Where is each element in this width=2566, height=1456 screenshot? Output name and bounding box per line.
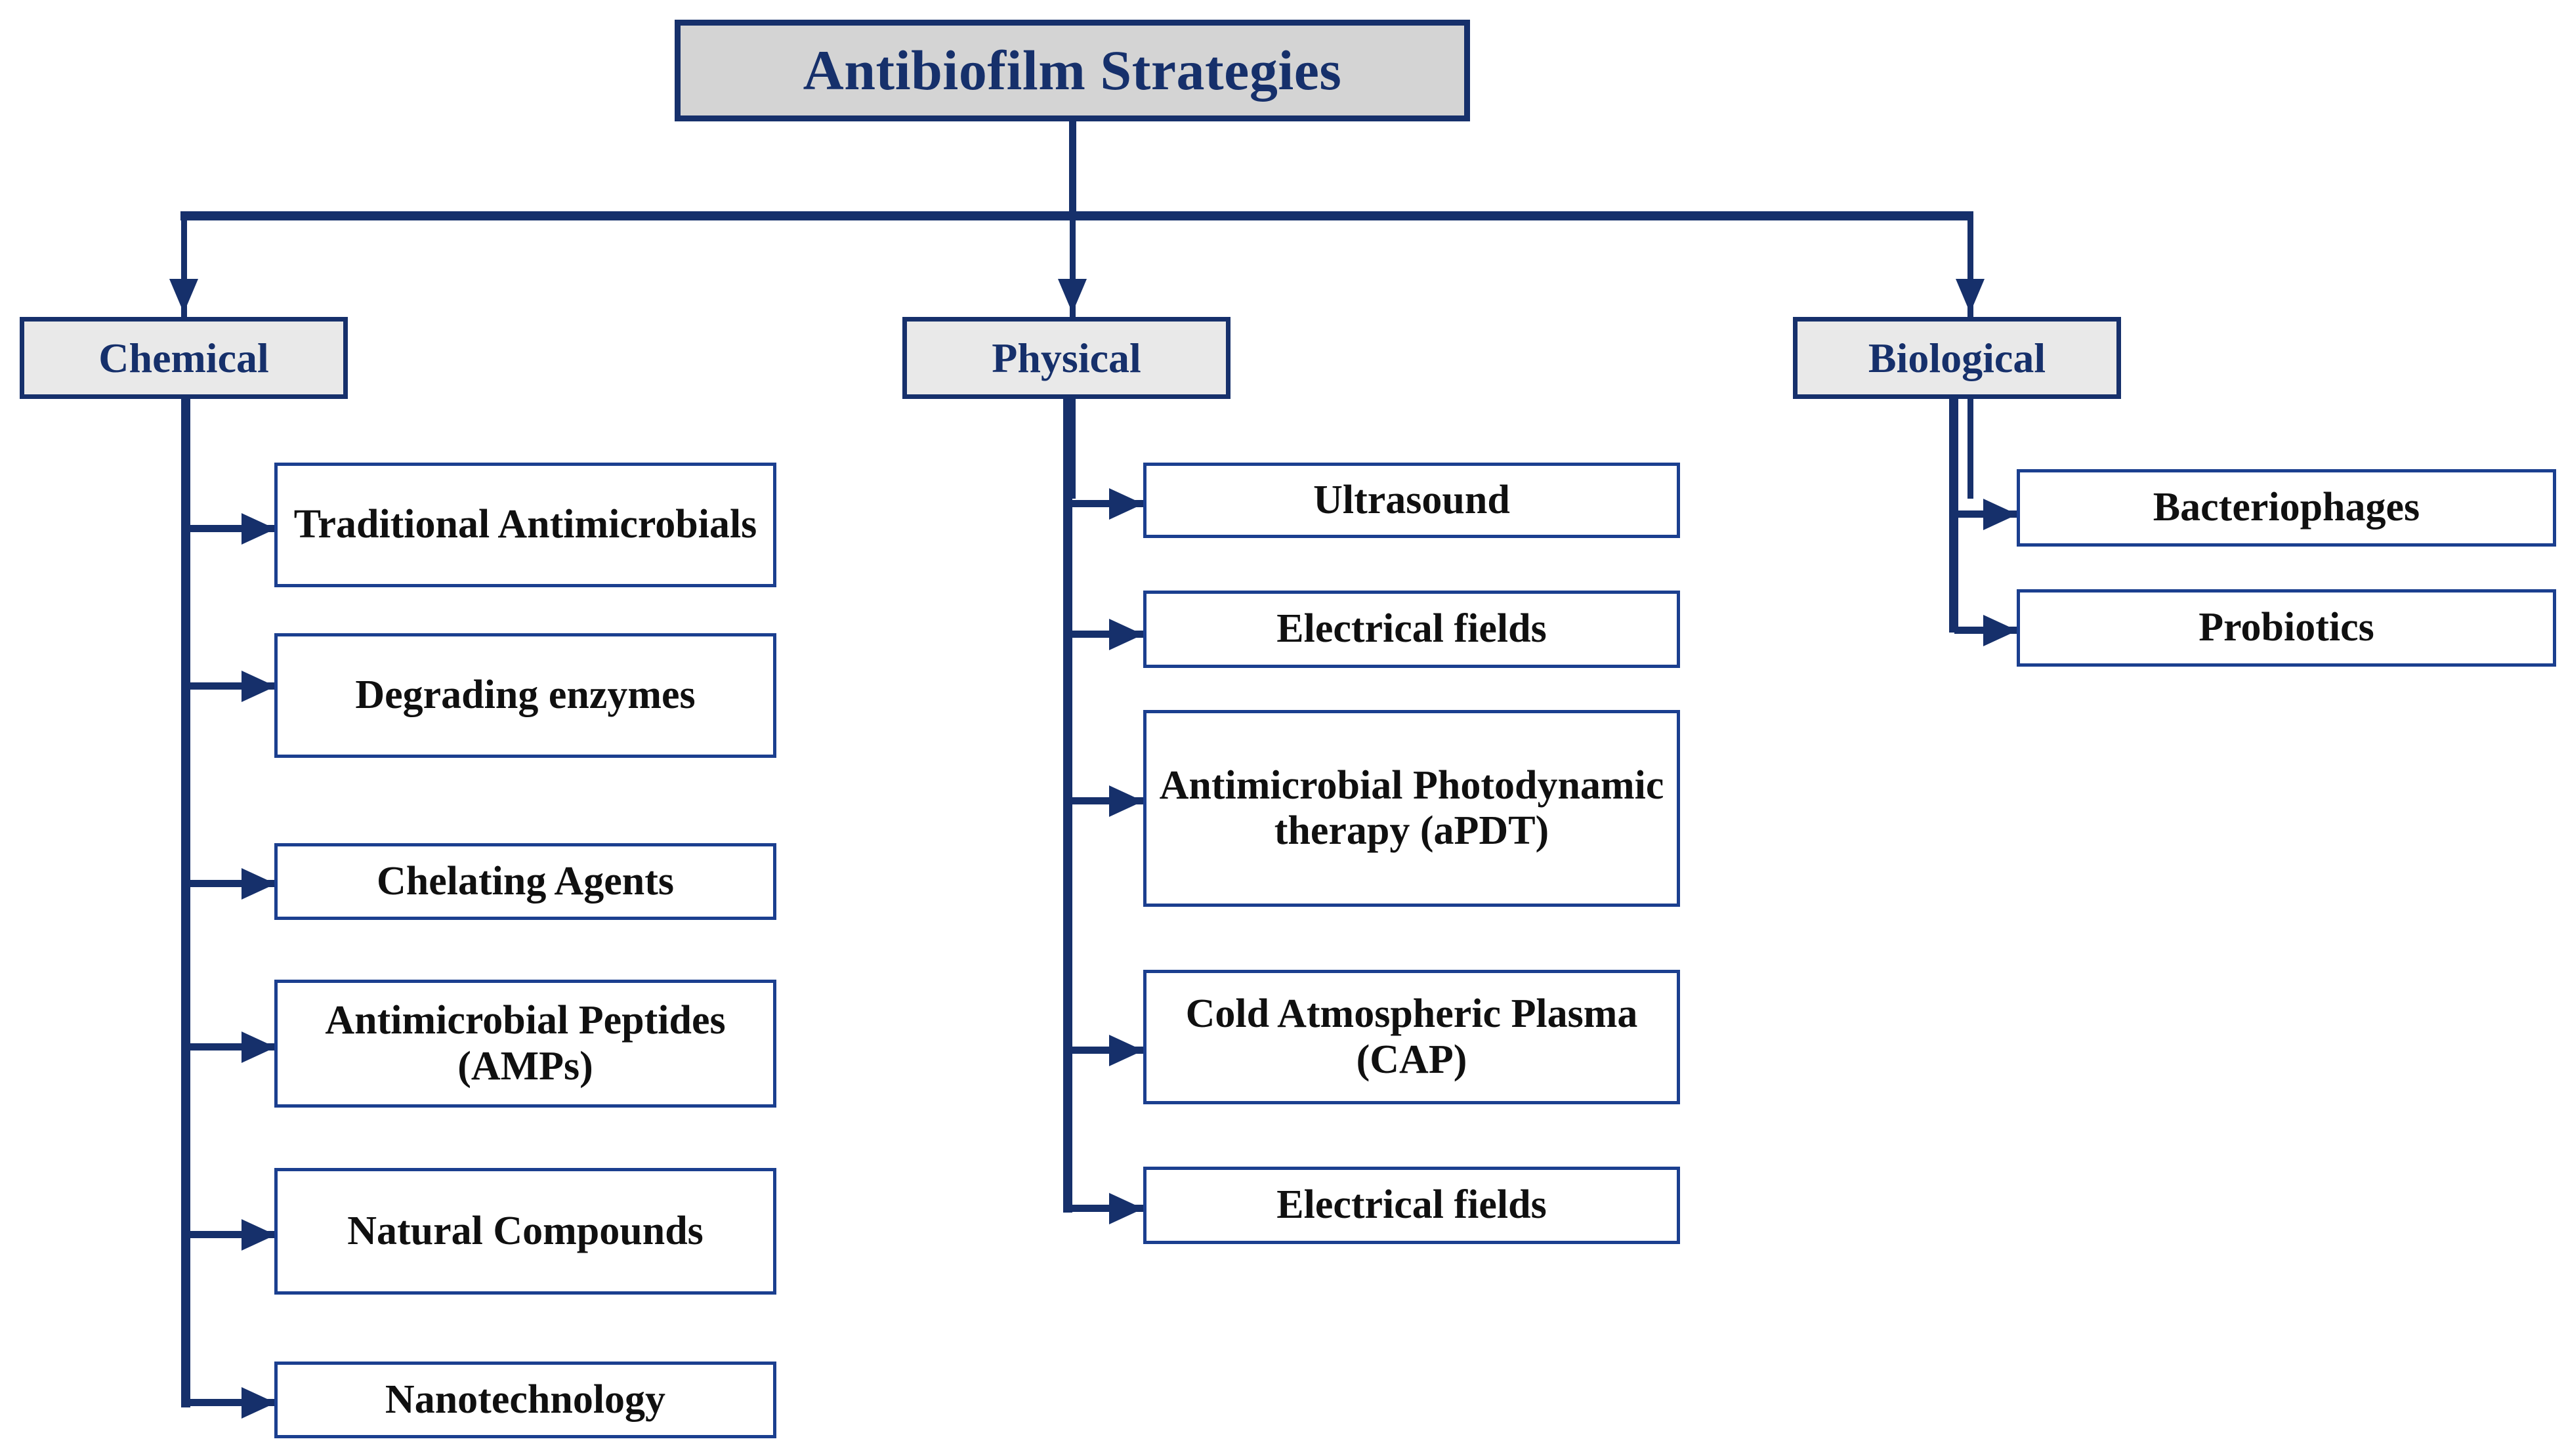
arrowhead-right-ultrasound: [1109, 488, 1143, 520]
leaf-node-natural-compounds: Natural Compounds: [274, 1168, 776, 1295]
arrowhead-right-nanotechnology: [242, 1387, 276, 1419]
leaf-node-nanotechnology: Nanotechnology: [274, 1362, 776, 1438]
leaf-node-bacteriophages: Bacteriophages: [2017, 469, 2556, 547]
leaf-label-apdt: Antimicrobial Photodynamic therapy (aPDT…: [1159, 762, 1664, 853]
category-label-chemical: Chemical: [98, 334, 269, 381]
arrowhead-right-degrading-enzymes: [242, 671, 276, 702]
leaf-label-chelating-agents: Chelating Agents: [377, 858, 674, 904]
leaf-label-ultrasound: Ultrasound: [1313, 477, 1510, 522]
root-node-label: Antibiofilm Strategies: [803, 39, 1342, 102]
connector-spine-physical: [1063, 399, 1072, 1213]
connector-branch-degrading-enzymes: [186, 682, 278, 690]
arrowhead-right-antimicrobial-peptides: [242, 1031, 276, 1063]
leaf-node-cap: Cold Atmospheric Plasma (CAP): [1143, 970, 1680, 1104]
category-node-biological: Biological: [1793, 317, 2121, 399]
arrowhead-right-natural-compounds: [242, 1219, 276, 1251]
connector-branch-apdt: [1068, 797, 1146, 804]
leaf-label-antimicrobial-peptides: Antimicrobial Peptides (AMPs): [325, 998, 726, 1089]
category-node-physical: Physical: [902, 317, 1230, 399]
leaf-label-natural-compounds: Natural Compounds: [347, 1208, 704, 1253]
arrowhead-right-probiotics: [1983, 615, 2017, 646]
leaf-node-traditional-antimicrobials: Traditional Antimicrobials: [274, 463, 776, 587]
leaf-label-probiotics: Probiotics: [2198, 605, 2374, 650]
leaf-label-traditional-antimicrobials: Traditional Antimicrobials: [293, 502, 757, 547]
arrowhead-down-biological: [1956, 279, 1985, 313]
connector-branch-chelating-agents: [186, 880, 278, 887]
leaf-node-apdt: Antimicrobial Photodynamic therapy (aPDT…: [1143, 710, 1680, 907]
connector-branch-electrical-fields-2: [1068, 1205, 1146, 1212]
leaf-label-bacteriophages: Bacteriophages: [2153, 485, 2420, 530]
arrowhead-right-chelating-agents: [242, 868, 276, 900]
connector-branch-natural-compounds: [186, 1231, 278, 1238]
leaf-label-cap: Cold Atmospheric Plasma (CAP): [1185, 991, 1638, 1082]
connector-spine-chemical: [181, 399, 190, 1407]
arrowhead-right-apdt: [1109, 785, 1143, 817]
leaf-node-degrading-enzymes: Degrading enzymes: [274, 633, 776, 758]
arrowhead-right-bacteriophages: [1983, 499, 2017, 530]
category-node-chemical: Chemical: [20, 317, 348, 399]
leaf-label-nanotechnology: Nanotechnology: [385, 1377, 666, 1422]
leaf-node-electrical-fields-2: Electrical fields: [1143, 1167, 1680, 1244]
leaf-label-electrical-fields-1: Electrical fields: [1276, 606, 1547, 652]
leaf-node-chelating-agents: Chelating Agents: [274, 843, 776, 920]
connector-root-stem: [1069, 121, 1076, 213]
arrowhead-right-cap: [1109, 1035, 1143, 1066]
leaf-node-ultrasound: Ultrasound: [1143, 463, 1680, 538]
arrowhead-right-electrical-fields-2: [1109, 1193, 1143, 1224]
arrowhead-right-traditional-antimicrobials: [242, 513, 276, 545]
arrowhead-down-chemical: [169, 279, 198, 313]
connector-branch-electrical-fields-1: [1068, 631, 1146, 638]
arrowhead-down-physical: [1058, 279, 1087, 313]
leaf-label-degrading-enzymes: Degrading enzymes: [355, 673, 696, 718]
leaf-node-electrical-fields-1: Electrical fields: [1143, 591, 1680, 668]
connector-distributor-bar: [180, 211, 1973, 220]
leaf-node-antimicrobial-peptides: Antimicrobial Peptides (AMPs): [274, 980, 776, 1108]
category-label-physical: Physical: [992, 334, 1141, 381]
root-node-antibiofilm-strategies: Antibiofilm Strategies: [675, 20, 1470, 121]
connector-spine-biological: [1949, 399, 1958, 633]
connector-branch-antimicrobial-peptides: [186, 1043, 278, 1050]
leaf-label-electrical-fields-2: Electrical fields: [1276, 1182, 1547, 1228]
connector-branch-traditional-antimicrobials: [186, 525, 278, 532]
leaf-node-probiotics: Probiotics: [2017, 589, 2556, 667]
connector-branch-ultrasound: [1068, 500, 1146, 507]
connector-branch-nanotechnology: [186, 1399, 278, 1406]
arrowhead-right-electrical-fields-1: [1109, 619, 1143, 650]
category-label-biological: Biological: [1868, 334, 2046, 381]
connector-branch-cap: [1068, 1047, 1146, 1054]
